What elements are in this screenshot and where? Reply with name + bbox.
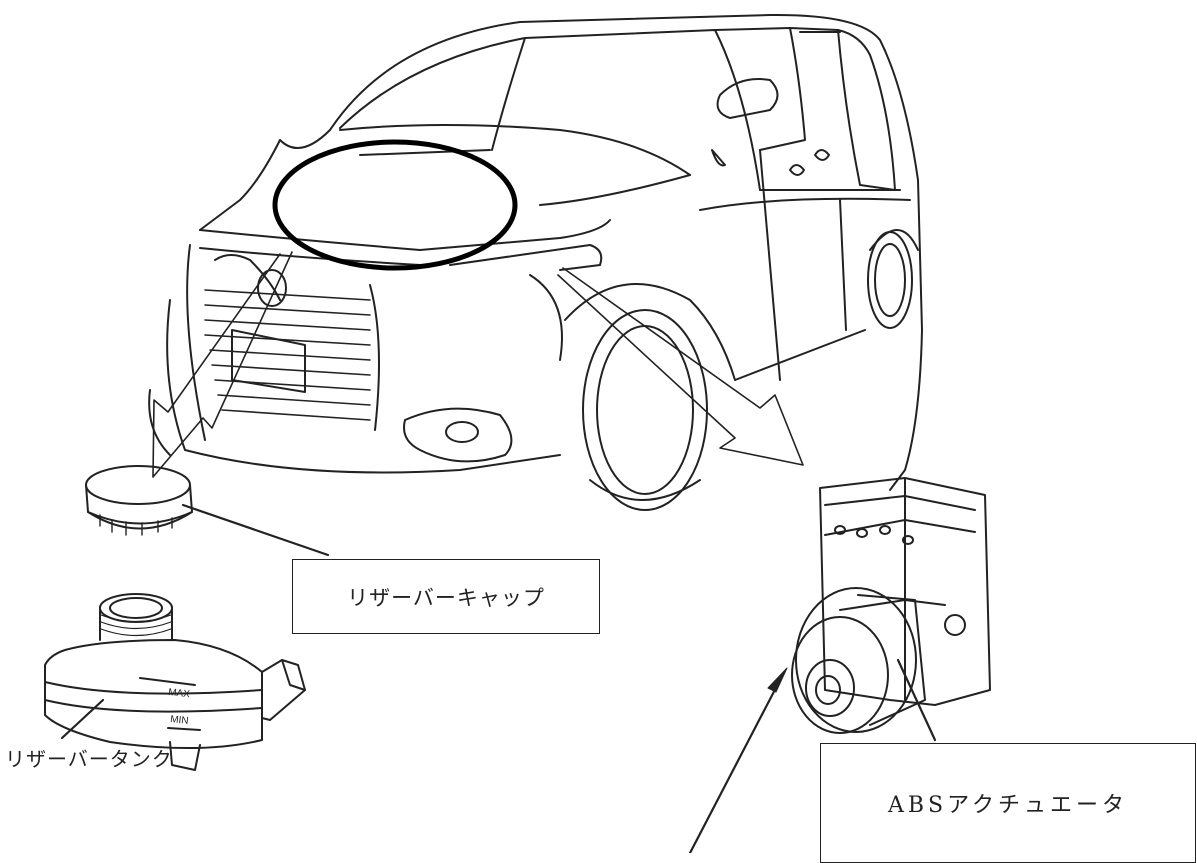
minivan-illustration [148, 13, 923, 511]
reservoir-tank-illustration [44, 593, 306, 771]
min-marking: MIN [170, 714, 189, 727]
focus-ellipse [272, 139, 518, 271]
abs-actuator-text: ABSアクチュエータ [887, 793, 1129, 818]
arrow-to-abs [557, 267, 804, 466]
max-marking: MAX [168, 687, 191, 700]
reservoir-tank-label: リザーバータンク [5, 747, 173, 771]
reservoir-cap-text: リザーバーキャップ [347, 585, 545, 610]
abs-actuator-label: ABSアクチュエータ [820, 743, 1196, 863]
arrow-to-reservoir [152, 251, 293, 478]
reservoir-cap-label: リザーバーキャップ [292, 559, 600, 634]
reservoir-cap-illustration [85, 465, 193, 536]
abs-actuator-illustration [791, 477, 991, 734]
